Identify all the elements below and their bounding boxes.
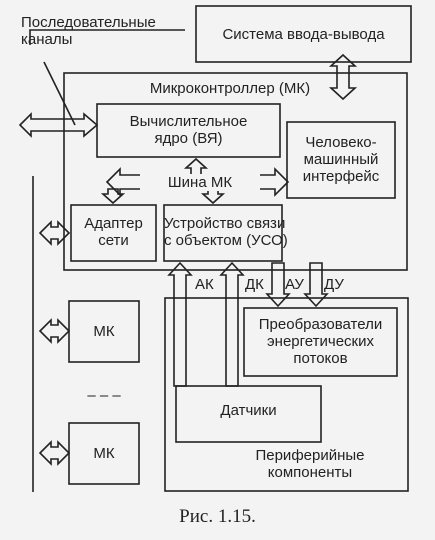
microcontroller-label: Микроконтроллер (МК) [149,80,311,97]
uso-label: Устройство связи с объектом (УСО) [164,215,288,249]
arrow-serial-mk1 [38,318,71,344]
au-label: АУ [285,276,304,293]
microcontroller-box [63,72,408,271]
arrow-dk [219,261,245,387]
sensors-box [175,385,322,443]
net-adapter-box [70,204,157,262]
serial-channels-pointer [43,61,76,126]
serial-channels-label: Последовательные каналы [21,14,156,48]
converters-label: Преобразователи энергетических потоков [258,316,383,367]
bus-to-uso-arrow [200,188,226,205]
ak-label: АК [195,276,214,293]
cpu-core-box [96,103,281,158]
net-adapter-label: Адаптер сети [84,215,143,249]
arrow-ak [167,261,193,387]
bus-to-cpu-arrow [183,157,209,176]
arrow-au [265,262,291,308]
serial-channels-leader [29,29,185,45]
peripheral-box [164,297,409,492]
mk-label-1: МК [93,323,115,340]
arrow-io-mc [328,53,358,101]
hmi-label: Человеко- машинный интерфейс [302,134,380,185]
mk-label-2: МК [93,445,115,462]
cpu-core-label: Вычислительное ядро (ВЯ) [129,113,248,147]
figure-caption: Рис. 1.15. [179,506,256,527]
dk-label: ДК [245,276,264,293]
arrow-du [303,262,329,308]
bus-mk-arrow [105,167,290,197]
arrow-serial-mc [18,112,99,138]
hmi-box [286,121,396,199]
mk-ellipsis: – – – [87,387,121,404]
arrow-serial-adapter [38,220,71,246]
peripheral-label: Периферийные компоненты [255,447,365,481]
du-label: ДУ [324,276,344,293]
sensors-label: Датчики [220,402,277,419]
io-system-box [195,5,412,63]
mc-bus-label: Шина МК [140,174,260,191]
bus-to-adapter-arrow [100,188,126,205]
uso-box [163,204,283,262]
converters-box [243,307,398,377]
arrow-serial-mk2 [38,440,71,466]
io-system-label: Система ввода-вывода [222,26,385,43]
